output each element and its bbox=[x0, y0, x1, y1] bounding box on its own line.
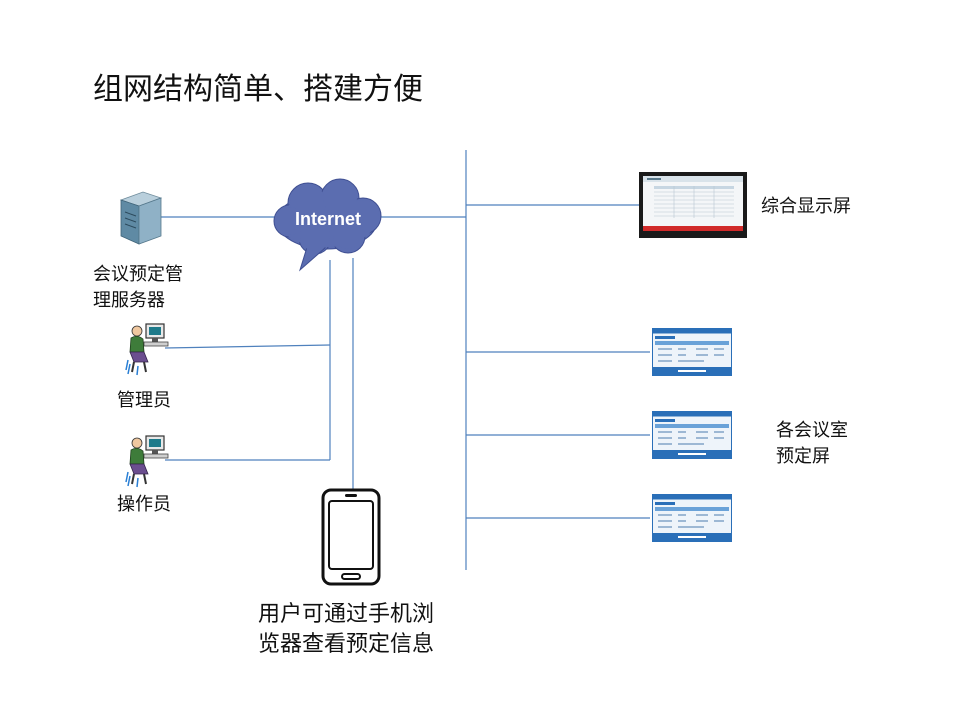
phone-label-line1: 用户可通过手机浏 bbox=[258, 602, 435, 627]
room-display-icon bbox=[652, 328, 732, 376]
cloud-label: Internet bbox=[295, 209, 361, 229]
operator-label: 操作员 bbox=[117, 494, 171, 515]
operator-person-computer-icon bbox=[125, 435, 169, 488]
internet-cloud-icon: Internet bbox=[273, 178, 382, 272]
room-displays-label-line1: 各会议室 bbox=[776, 420, 848, 441]
main-display-monitor-icon bbox=[639, 172, 747, 238]
mobile-phone-icon bbox=[321, 488, 381, 586]
room-displays-label: 各会议室 预定屏 bbox=[776, 418, 848, 470]
server-label-line2: 理服务器 bbox=[93, 290, 165, 311]
server-label: 会议预定管 理服务器 bbox=[93, 262, 183, 314]
room-displays-label-line2: 预定屏 bbox=[776, 446, 830, 467]
server-label-line1: 会议预定管 bbox=[93, 264, 183, 285]
admin-label: 管理员 bbox=[117, 390, 171, 411]
phone-label: 用户可通过手机浏 览器查看预定信息 bbox=[258, 600, 434, 660]
slide-title: 组网结构简单、搭建方便 bbox=[93, 72, 423, 107]
server-icon bbox=[119, 191, 163, 245]
admin-person-computer-icon bbox=[125, 323, 169, 376]
room-display-icon bbox=[652, 411, 732, 459]
phone-label-line2: 览器查看预定信息 bbox=[258, 632, 435, 657]
room-display-icon bbox=[652, 494, 732, 542]
main-display-label: 综合显示屏 bbox=[761, 196, 851, 217]
